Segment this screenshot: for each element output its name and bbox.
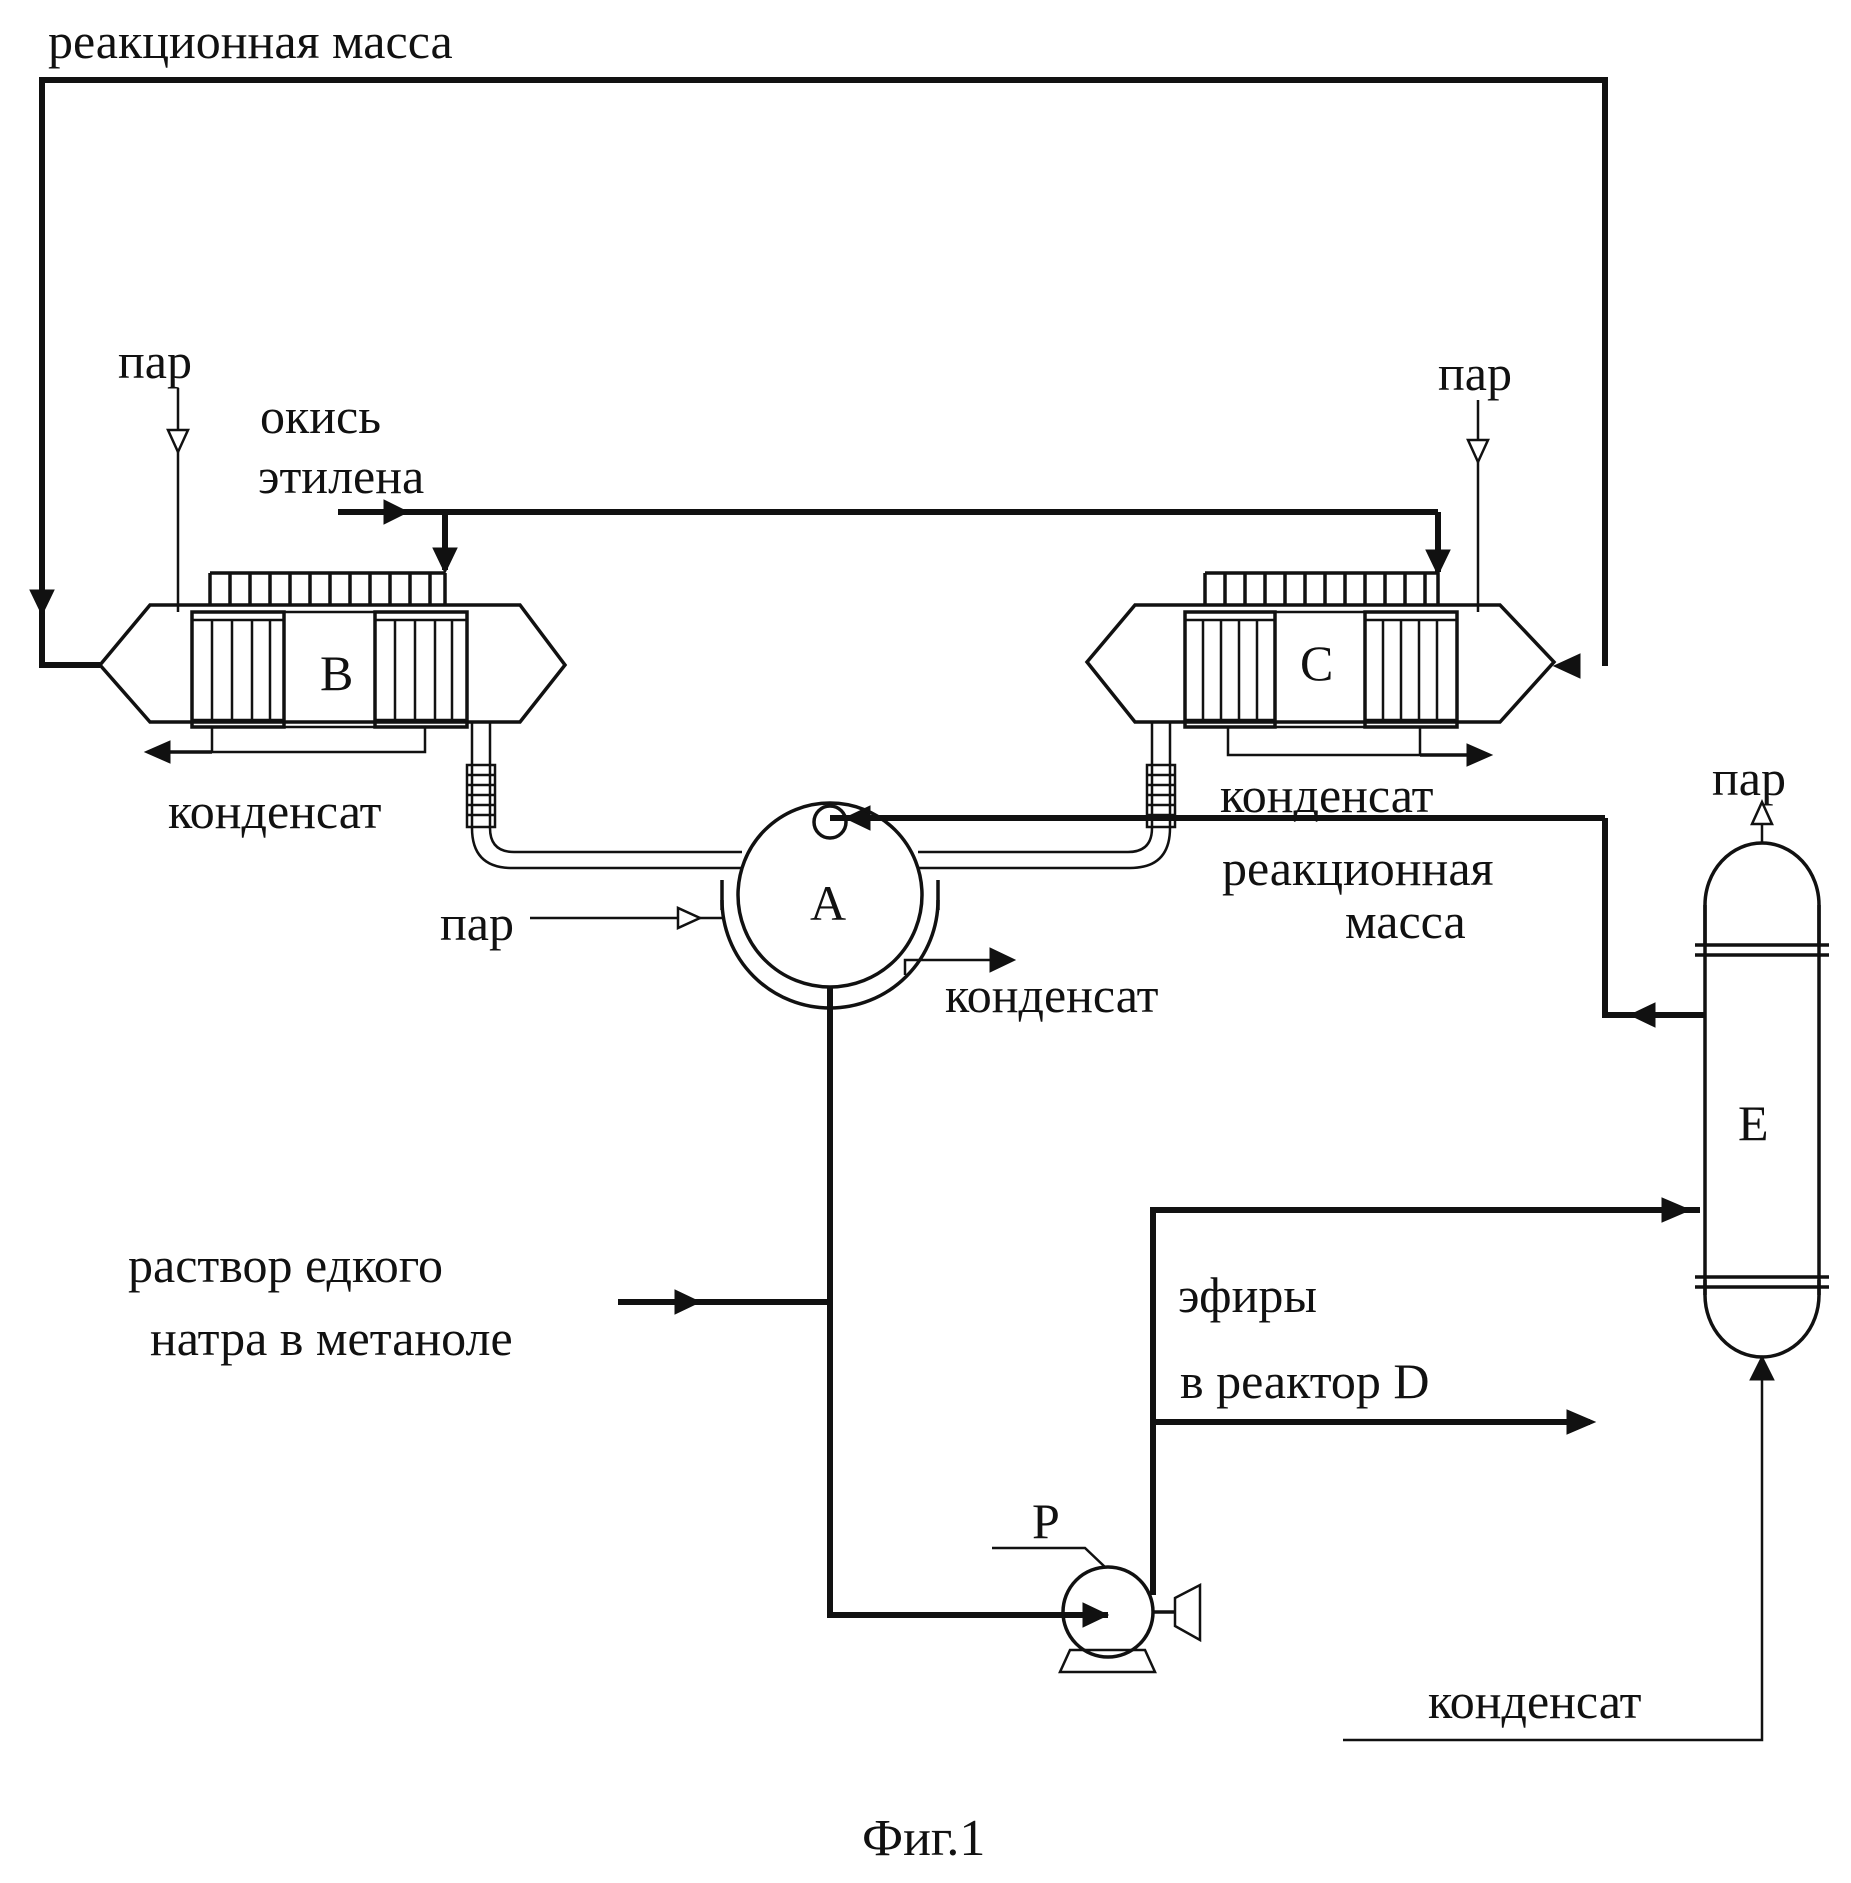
condensate-c-line	[1228, 727, 1492, 766]
condensate-c-label: конденсат	[1220, 767, 1434, 823]
reaction-mass-top-label: реакционная масса	[48, 13, 453, 69]
steam-b-label: пар	[118, 333, 192, 389]
naoh-label-2: натра в метаноле	[150, 1310, 513, 1366]
naoh-feed-line	[618, 1290, 830, 1314]
naoh-label-1: раствор едкого	[128, 1237, 443, 1293]
ethylene-oxide-label-1: окись	[260, 388, 381, 444]
reactor-b-outlet-pipe	[467, 722, 742, 868]
a-to-pump-line	[830, 987, 1108, 1627]
condensate-b-label: конденсат	[168, 783, 382, 839]
steam-a-line	[530, 908, 722, 928]
e-to-recycle-line	[1605, 818, 1705, 1027]
steam-e-line	[1752, 802, 1772, 843]
reaction-mass-right-label-1: реакционная	[1222, 840, 1494, 896]
condensate-b-line	[145, 727, 425, 763]
reaction-mass-to-a-line	[830, 806, 1605, 830]
steam-c-line	[1468, 400, 1488, 612]
reactor-c-outlet-pipe	[918, 722, 1175, 868]
steam-a-label: пар	[440, 895, 514, 951]
vessel-a-label: A	[810, 875, 846, 931]
reactor-b-label: B	[320, 645, 353, 701]
ethers-label: эфиры	[1178, 1267, 1317, 1323]
condensate-a-label: конденсат	[945, 967, 1159, 1023]
reactor-b-manifold-tubes	[210, 573, 445, 605]
reaction-mass-right-label-2: масса	[1345, 893, 1466, 949]
steam-e-label: пар	[1712, 750, 1786, 806]
condensate-e-label: конденсат	[1428, 1673, 1642, 1729]
figure-caption: Фиг.1	[862, 1810, 985, 1867]
pump-p-label: P	[1032, 1493, 1060, 1549]
reaction-mass-recycle-line	[30, 80, 1605, 678]
ethylene-oxide-feed-line	[338, 500, 1450, 575]
reactor-c-manifold-tubes	[1205, 573, 1438, 605]
to-reactor-d-label: в реактор D	[1180, 1353, 1430, 1409]
steam-b-line	[168, 388, 188, 612]
steam-c-label: пар	[1438, 345, 1512, 401]
reactor-c-label: C	[1300, 635, 1333, 691]
ethylene-oxide-label-2: этилена	[258, 448, 424, 504]
column-e-label: E	[1738, 1095, 1769, 1151]
